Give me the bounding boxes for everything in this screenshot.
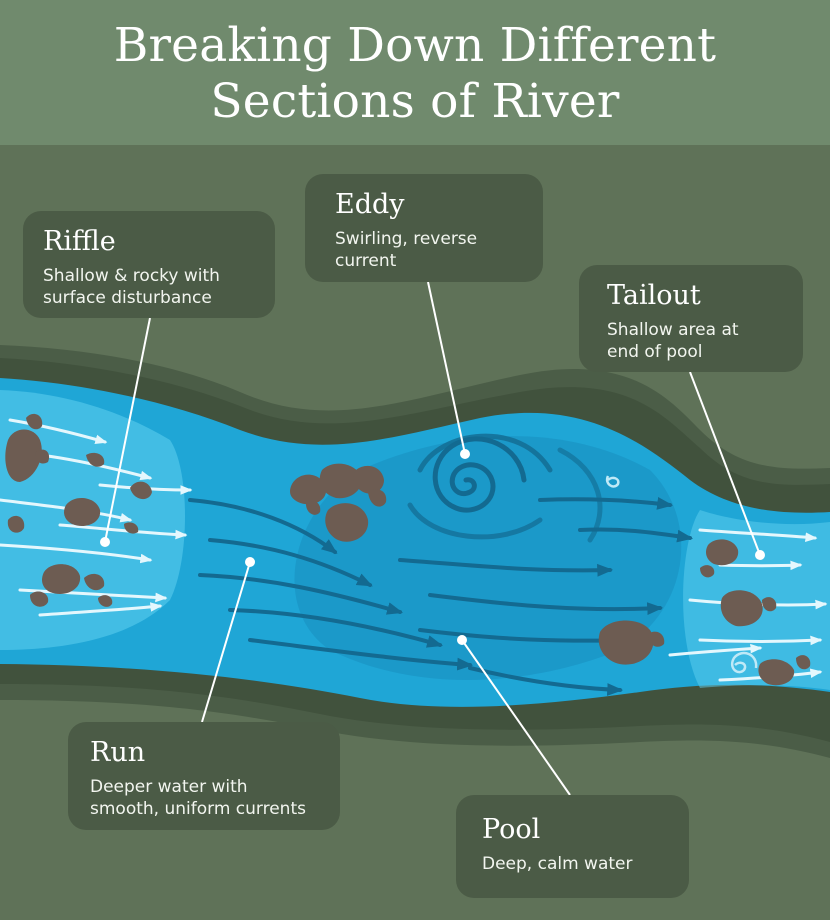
page-title: Breaking Down Different Sections of Rive… [0,18,830,130]
riffle-desc-line-1: Shallow & rocky with [43,266,220,286]
eddy-description: Swirling, reverse current [335,228,513,272]
tailout-title: Tailout [607,280,701,311]
pool-title: Pool [482,814,541,845]
run-desc-line-1: Deeper water with [90,777,248,797]
pool-card: Pool Deep, calm water [456,795,689,898]
leader-lines [104,281,761,796]
river-illustration [0,281,830,796]
eddy-card: Eddy Swirling, reverse current [305,174,543,282]
pool-deep [294,436,682,680]
tailout-desc-line-1: Shallow area at [607,320,739,340]
tailout-desc-line-2: end of pool [607,342,703,362]
run-title: Run [90,737,146,768]
pool-description: Deep, calm water [482,853,663,875]
title-line-1: Breaking Down Different [113,18,717,73]
title-banner: Breaking Down Different Sections of Rive… [0,0,830,145]
riffle-card: Riffle Shallow & rocky with surface dist… [23,211,275,318]
riffle-description: Shallow & rocky with surface disturbance [43,265,255,309]
run-description: Deeper water with smooth, uniform curren… [90,776,318,820]
title-line-2: Sections of River [210,74,620,129]
eddy-desc-line-2: current [335,251,397,271]
run-desc-line-2: smooth, uniform currents [90,799,306,819]
leader-dots [100,449,765,645]
eddy-title: Eddy [335,189,405,220]
riffle-title: Riffle [43,226,116,257]
eddy-desc-line-1: Swirling, reverse [335,229,478,249]
riffle-desc-line-2: surface disturbance [43,288,212,308]
run-card: Run Deeper water with smooth, uniform cu… [68,722,340,830]
tailout-current-arrows [668,528,828,682]
tailout-swirls [605,475,758,674]
tailout-description: Shallow area at end of pool [607,319,775,363]
rocks [5,413,811,686]
run-current-arrows [188,497,694,696]
tailout-card: Tailout Shallow area at end of pool [579,265,803,372]
pool-desc-line-1: Deep, calm water [482,854,633,874]
